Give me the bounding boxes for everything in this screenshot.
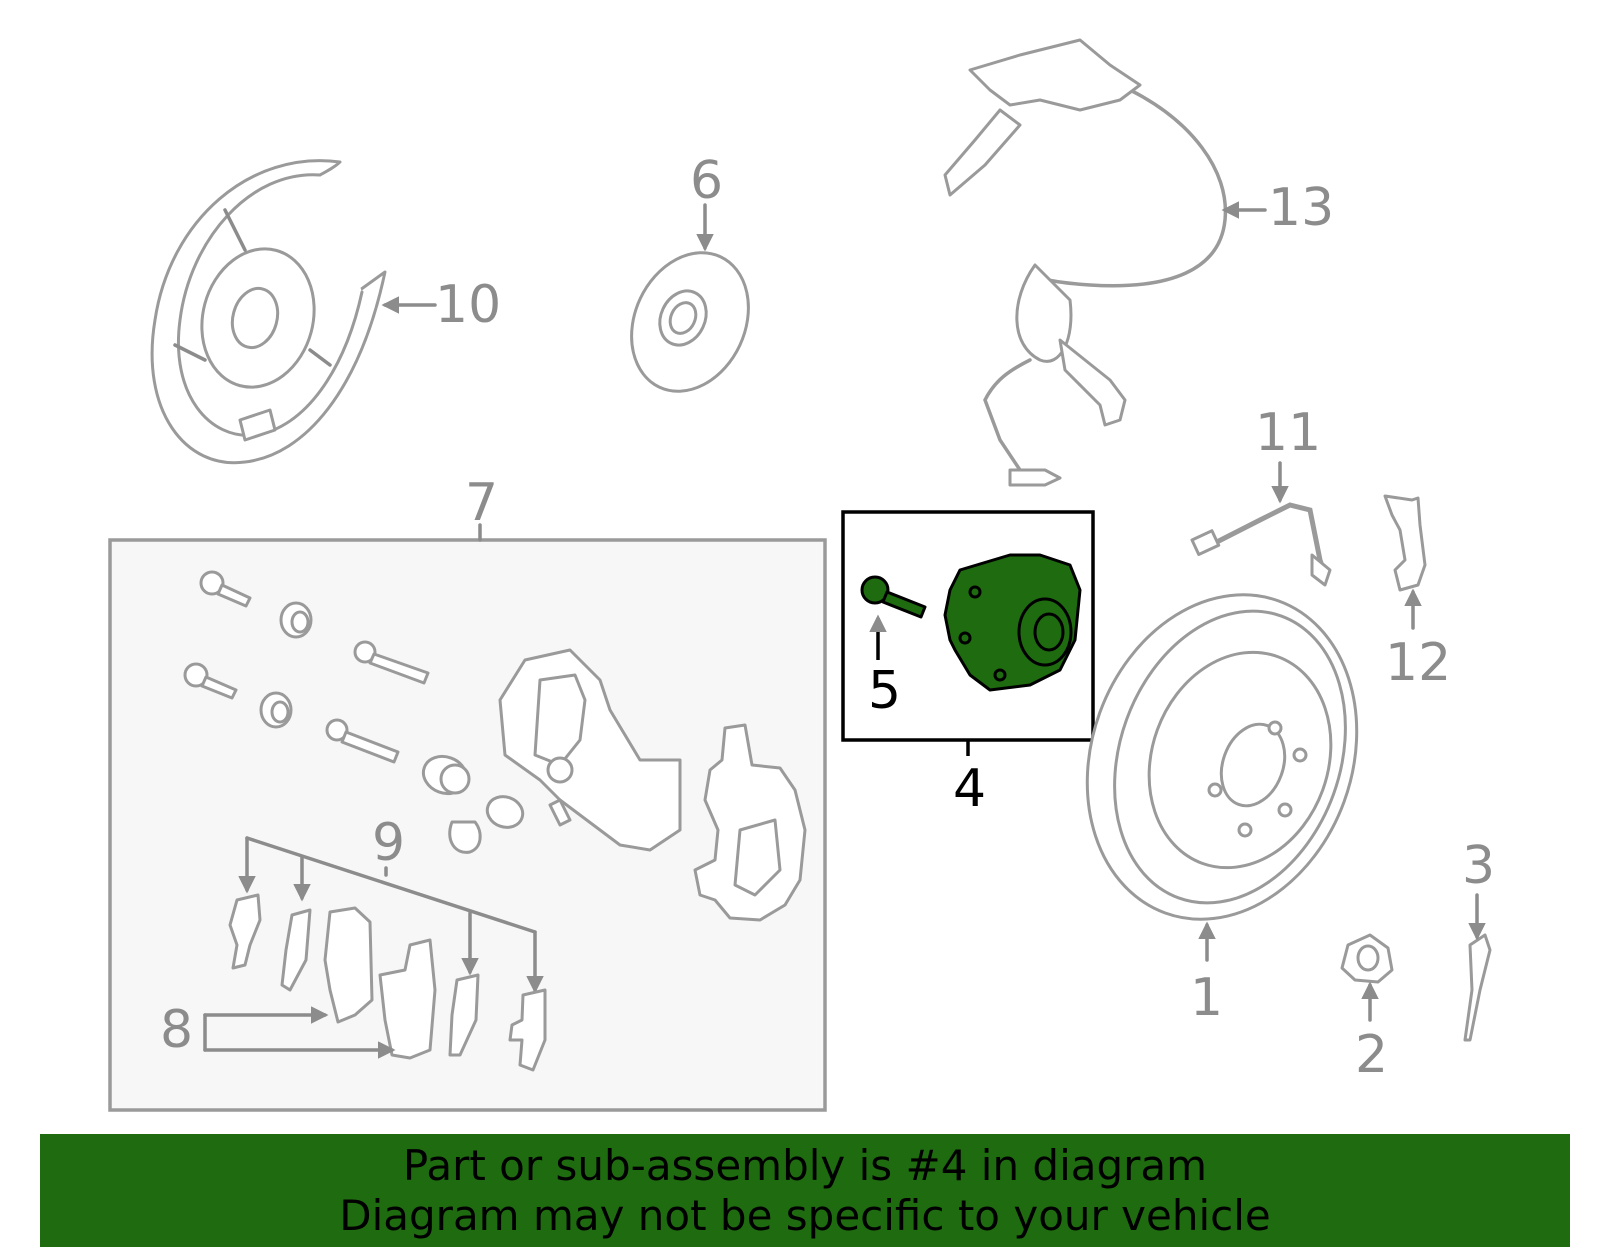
kit-caliper-housing[interactable] bbox=[498, 648, 682, 852]
label-1: 1 bbox=[1190, 968, 1223, 1028]
part-4-hub-assembly[interactable] bbox=[943, 553, 1082, 692]
info-banner: Part or sub-assembly is #4 in diagram Di… bbox=[40, 1134, 1570, 1247]
label-5: 5 bbox=[868, 661, 901, 721]
part-3-retaining-clip[interactable] bbox=[1463, 933, 1492, 1042]
part-13-abs-sensor-wire[interactable] bbox=[943, 38, 1228, 487]
label-13: 13 bbox=[1268, 178, 1334, 238]
part-10-backing-plate[interactable] bbox=[150, 159, 387, 465]
kit-bolt-2[interactable] bbox=[183, 662, 238, 700]
banner-line-1: Part or sub-assembly is #4 in diagram bbox=[402, 1140, 1208, 1190]
kit-caliper-bracket[interactable] bbox=[693, 723, 807, 922]
kit-bolt-1[interactable] bbox=[199, 570, 252, 608]
label-10: 10 bbox=[435, 275, 501, 335]
kit-boot-2[interactable] bbox=[483, 792, 527, 833]
label-2: 2 bbox=[1355, 1025, 1388, 1085]
kit-cap[interactable] bbox=[448, 820, 482, 854]
label-3: 3 bbox=[1462, 836, 1495, 896]
kit-nut-1[interactable] bbox=[279, 601, 313, 639]
part-8-brake-pads[interactable] bbox=[203, 906, 437, 1060]
label-8: 8 bbox=[160, 1000, 193, 1060]
kit-boot-1[interactable] bbox=[418, 751, 472, 800]
part-12-hose-bracket[interactable] bbox=[1383, 494, 1427, 592]
banner-line-2: Diagram may not be specific to your vehi… bbox=[339, 1190, 1271, 1240]
part-1-brake-rotor[interactable] bbox=[1043, 557, 1401, 958]
part-11-brake-hose[interactable] bbox=[1190, 502, 1332, 587]
kit-pin-2[interactable] bbox=[325, 718, 400, 764]
part-5-hub-bolt[interactable] bbox=[860, 575, 927, 619]
label-12: 12 bbox=[1385, 633, 1451, 693]
kit-pin-1[interactable] bbox=[353, 640, 430, 685]
label-4: 4 bbox=[953, 759, 986, 819]
part-6-shield[interactable] bbox=[610, 234, 771, 411]
kit-nut-2[interactable] bbox=[259, 691, 293, 729]
part-9-pad-clips[interactable] bbox=[228, 836, 547, 1072]
label-7: 7 bbox=[465, 473, 498, 533]
part-2-hub-nut[interactable] bbox=[1340, 933, 1394, 984]
label-9: 9 bbox=[372, 813, 405, 873]
label-6: 6 bbox=[690, 151, 723, 211]
label-11: 11 bbox=[1255, 403, 1321, 463]
